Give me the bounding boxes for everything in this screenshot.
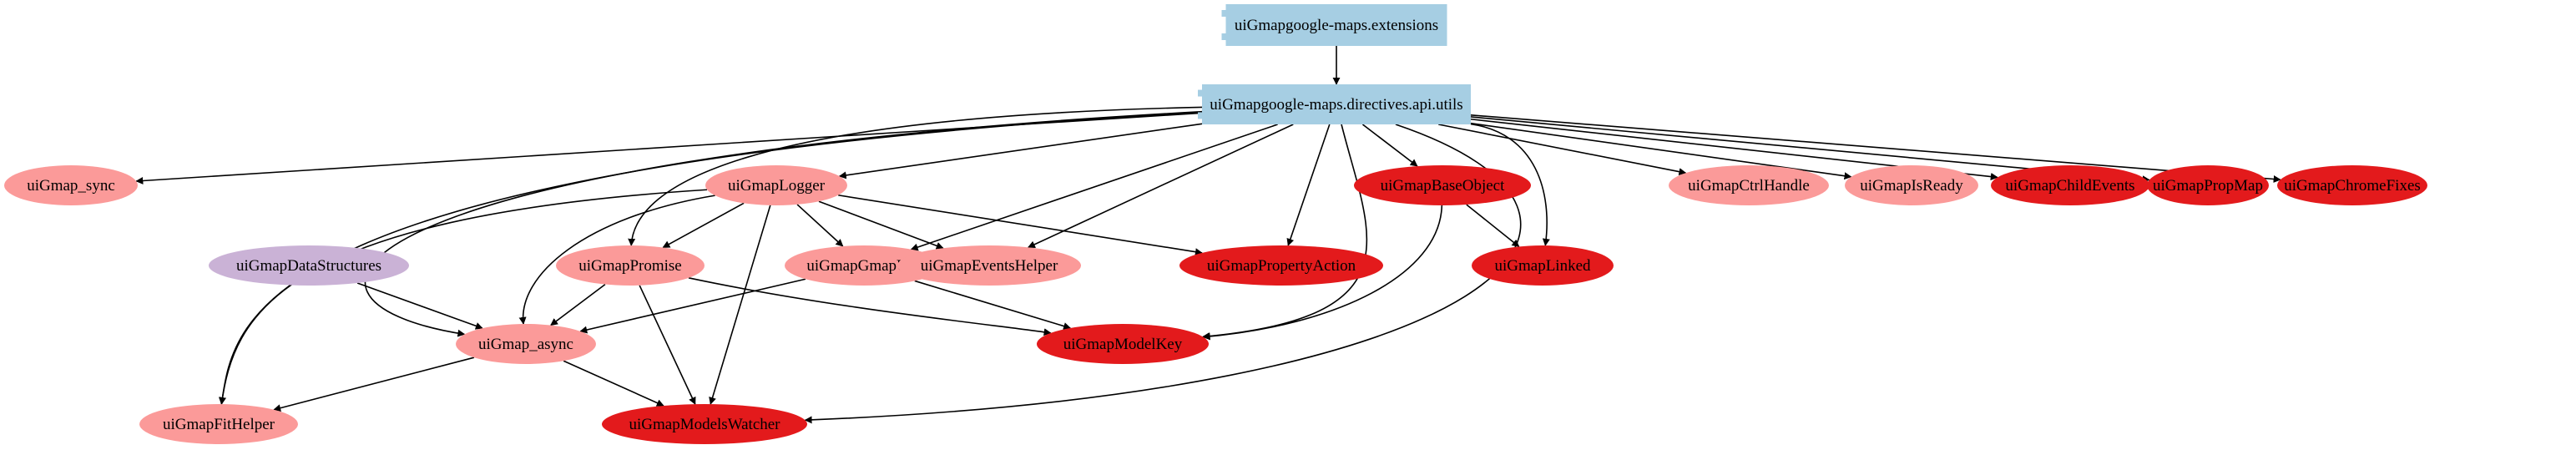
edge-utils-to-gmaputil (910, 124, 1278, 251)
edge-utils-to-linked (1470, 123, 1550, 246)
node-label: uiGmapgoogle-maps.extensions (1235, 17, 1438, 34)
edge-gmaputil-to-modelkey (914, 280, 1072, 330)
edge-async-to-fithelper (273, 356, 475, 412)
node-async[interactable]: uiGmap_async (456, 324, 596, 364)
module-tab (1198, 89, 1206, 97)
node-utils[interactable]: uiGmapgoogle-maps.directives.api.utils (1198, 84, 1471, 124)
node-label: uiGmapIsReady (1860, 177, 1963, 195)
module-tab (1221, 10, 1230, 17)
node-ellipse (556, 245, 705, 286)
node-label: uiGmapChromeFixes (2284, 177, 2421, 195)
edge-datastructures-to-async (356, 282, 483, 330)
node-label: uiGmap_async (478, 336, 573, 353)
node-ellipse (1472, 245, 1614, 286)
edge-utils-to-fithelper (219, 111, 1203, 405)
node-ellipse (897, 245, 1081, 286)
edge-baseobject-to-modelkey (1202, 205, 1443, 341)
node-ellipse (1991, 165, 2149, 205)
edge-logger-to-propertyaction (837, 194, 1203, 256)
node-fithelper[interactable]: uiGmapFitHelper (139, 404, 298, 444)
node-extensions[interactable]: uiGmapgoogle-maps.extensions (1221, 4, 1447, 46)
edge-utils-to-eventshelper (1027, 124, 1294, 249)
node-label: uiGmapPromise (578, 257, 682, 275)
node-ellipse (705, 165, 847, 205)
edge-logger-to-eventshelper (818, 200, 944, 250)
edge-utils-to-propertyaction (1286, 124, 1331, 246)
node-label: uiGmapCtrlHandle (1688, 177, 1810, 195)
nodes: uiGmapgoogle-maps.extensions uiGmapgoogle… (4, 4, 2427, 444)
node-isready[interactable]: uiGmapIsReady (1845, 165, 1978, 205)
node-label: uiGmapPropertyAction (1207, 257, 1356, 275)
node-ellipse (602, 404, 807, 444)
node-label: uiGmapDataStructures (236, 257, 381, 275)
edge-utils-to-baseobject (1361, 124, 1418, 167)
module-box (1202, 84, 1471, 124)
edge-logger-to-fithelper (219, 189, 708, 405)
node-chromefixes[interactable]: uiGmapChromeFixes (2277, 165, 2427, 205)
edge-utils-to-async (364, 110, 1203, 337)
node-propertyaction[interactable]: uiGmapPropertyAction (1179, 245, 1383, 286)
node-linked[interactable]: uiGmapLinked (1472, 245, 1614, 286)
node-ellipse (4, 165, 138, 205)
edge-async-to-modelswatcher (563, 360, 664, 407)
edge-utils-to-logger (838, 123, 1203, 179)
edge-utils-to-promise (628, 106, 1203, 246)
node-label: uiGmapPropMap (2153, 177, 2263, 195)
node-ellipse (1179, 245, 1383, 286)
edge-promise-to-modelkey (688, 277, 1052, 336)
edge-utils-to-chromefixes (1470, 114, 2281, 183)
node-modelkey[interactable]: uiGmapModelKey (1037, 324, 1209, 364)
node-sync[interactable]: uiGmap_sync (4, 165, 138, 205)
node-ellipse (2277, 165, 2427, 205)
node-label: uiGmapGmapUtil (806, 257, 921, 275)
edge-logger-to-gmaputil (796, 204, 844, 247)
node-ellipse (1845, 165, 1978, 205)
node-gmaputil[interactable]: uiGmapGmapUtil (785, 245, 943, 286)
edge-utils-to-modelkey (1202, 124, 1368, 341)
node-label: uiGmapModelsWatcher (629, 416, 780, 433)
node-ellipse (1037, 324, 1209, 364)
node-eventshelper[interactable]: uiGmapEventsHelper (897, 245, 1081, 286)
node-ellipse (1354, 165, 1531, 205)
edges (135, 46, 2281, 424)
node-promise[interactable]: uiGmapPromise (556, 245, 705, 286)
edge-logger-to-modelswatcher (709, 205, 771, 405)
edge-baseobject-to-linked (1466, 204, 1520, 247)
edge-utils-to-isready (1470, 122, 1852, 180)
node-ctrlhandle[interactable]: uiGmapCtrlHandle (1669, 165, 1829, 205)
edge-logger-to-promise (662, 202, 745, 249)
node-ellipse (2147, 165, 2269, 205)
node-ellipse (785, 245, 943, 286)
node-ellipse (139, 404, 298, 444)
node-label: uiGmapEventsHelper (921, 257, 1058, 275)
node-label: uiGmapBaseObject (1381, 177, 1506, 195)
edge-logger-to-async (518, 195, 715, 325)
node-label: uiGmapgoogle-maps.directives.api.utils (1210, 96, 1462, 114)
node-label: uiGmapLogger (728, 177, 826, 195)
node-logger[interactable]: uiGmapLogger (705, 165, 847, 205)
module-box (1225, 4, 1447, 46)
node-childevents[interactable]: uiGmapChildEvents (1991, 165, 2149, 205)
node-label: uiGmapChildEvents (2005, 177, 2134, 195)
node-label: uiGmapModelKey (1063, 336, 1183, 353)
node-ellipse (1669, 165, 1829, 205)
node-baseobject[interactable]: uiGmapBaseObject (1354, 165, 1531, 205)
node-label: uiGmapFitHelper (163, 416, 275, 433)
edge-utils-to-ctrlhandle (1438, 124, 1687, 176)
node-label: uiGmap_sync (27, 177, 115, 195)
node-label: uiGmapLinked (1494, 257, 1591, 275)
node-propmap[interactable]: uiGmapPropMap (2147, 165, 2269, 205)
node-datastructures[interactable]: uiGmapDataStructures (209, 245, 409, 286)
edge-promise-to-async (550, 283, 606, 326)
edge-gmaputil-to-async (579, 278, 806, 334)
node-ellipse (456, 324, 596, 364)
module-tab (1198, 112, 1206, 119)
edge-promise-to-modelswatcher (639, 285, 696, 405)
node-ellipse (209, 245, 409, 286)
node-modelswatcher[interactable]: uiGmapModelsWatcher (602, 404, 807, 444)
module-tab (1221, 33, 1230, 40)
